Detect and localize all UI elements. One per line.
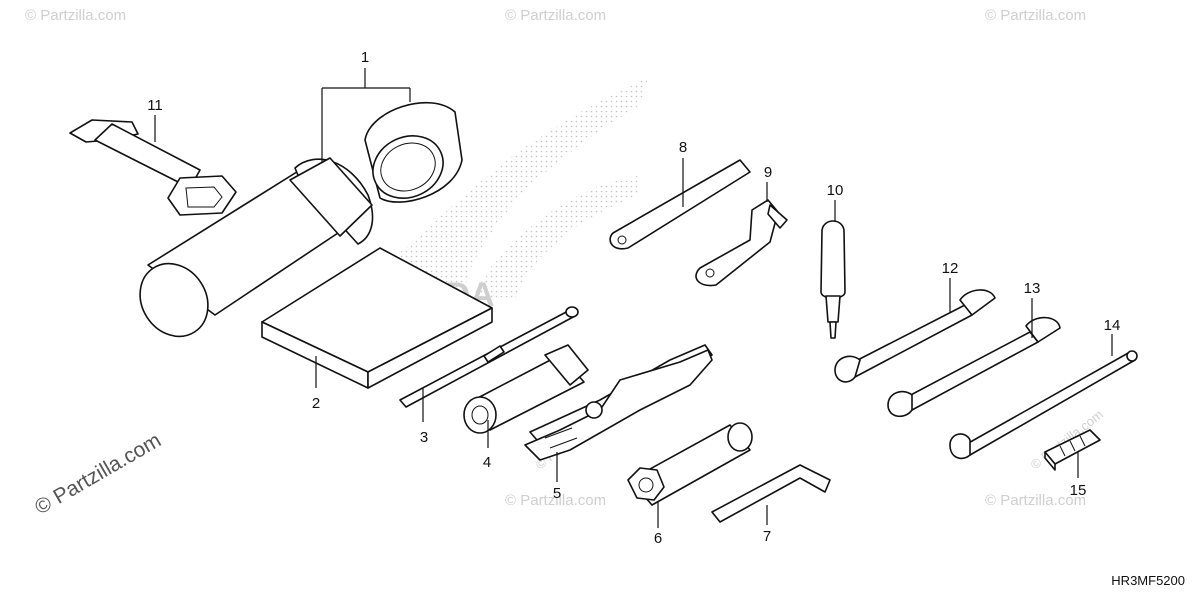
callout-4: 4 <box>483 454 491 471</box>
box-socket-part[interactable] <box>627 422 753 506</box>
callout-14: 14 <box>1104 317 1121 334</box>
partzilla-watermark: © Partzilla.com <box>31 429 165 520</box>
screwdriver-bar-part[interactable] <box>399 306 579 408</box>
rubber-strap-part[interactable] <box>69 119 237 216</box>
leader-lines <box>154 68 1113 528</box>
watermark-top-left: © Partzilla.com <box>25 7 126 24</box>
callout-3: 3 <box>420 429 428 446</box>
handle-bar-part[interactable] <box>949 350 1138 460</box>
wrench-13-part[interactable] <box>887 316 1061 418</box>
screwdriver-grip-part[interactable] <box>820 220 846 339</box>
callout-7: 7 <box>763 528 771 545</box>
callout-12: 12 <box>942 260 959 277</box>
callout-13: 13 <box>1024 280 1041 297</box>
diagram-code: HR3MF5200 <box>1111 573 1185 588</box>
watermark-bottom-center: © Partzilla.com <box>505 492 606 509</box>
hex-key-part[interactable] <box>711 464 831 523</box>
callout-labels: 1 2 3 4 5 6 7 8 9 10 11 12 13 14 15 <box>147 49 1120 547</box>
callout-1: 1 <box>361 49 369 66</box>
callout-6: 6 <box>654 530 662 547</box>
callout-10: 10 <box>827 182 844 199</box>
tool-bag-tube-part[interactable] <box>126 102 463 350</box>
owners-manual-part[interactable] <box>261 247 493 389</box>
callout-2: 2 <box>312 395 320 412</box>
pliers-part[interactable] <box>524 344 713 461</box>
callout-9: 9 <box>764 164 772 181</box>
spanner-wrench-part[interactable] <box>609 159 751 250</box>
callout-8: 8 <box>679 139 687 156</box>
pin-spanner-part[interactable] <box>695 199 788 287</box>
watermark-top-right: © Partzilla.com <box>985 7 1086 24</box>
watermark-bottom-right: © Partzilla.com <box>985 492 1086 509</box>
callout-5: 5 <box>553 485 561 502</box>
watermark-top-center: © Partzilla.com <box>505 7 606 24</box>
fuse-puller-part[interactable] <box>1044 429 1101 471</box>
callout-11: 11 <box>147 97 163 114</box>
wrench-12-part[interactable] <box>834 289 996 383</box>
callout-15: 15 <box>1070 482 1087 499</box>
